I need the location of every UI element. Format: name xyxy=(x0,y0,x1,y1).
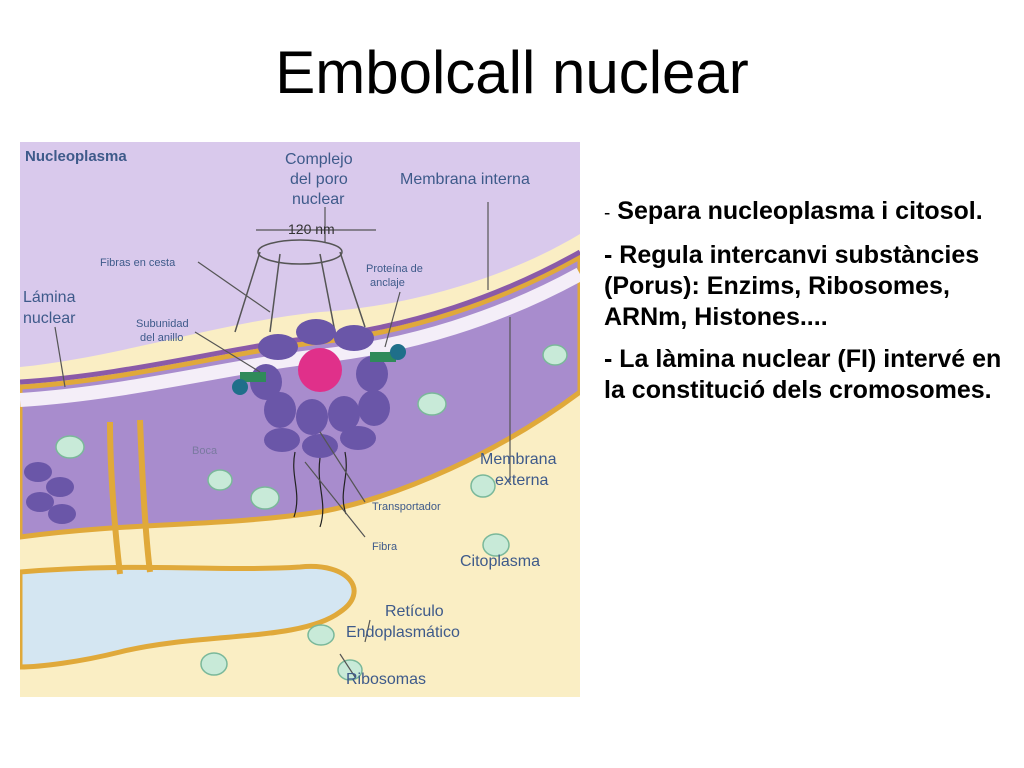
label-proteina-1: Proteína de xyxy=(366,263,423,275)
label-reticulo-2: Endoplasmático xyxy=(346,624,460,641)
leader-lines xyxy=(54,202,511,678)
nucleoplasm-area xyxy=(20,142,580,367)
label-reticulo-1: Retículo xyxy=(385,603,444,620)
er-lumen xyxy=(20,563,357,670)
label-membrana-externa-1: Membrana xyxy=(480,451,557,468)
diagram-labels: Nucleoplasma Complejo del poro nuclear 1… xyxy=(23,148,557,688)
label-proteina-2: anclaje xyxy=(370,277,405,289)
bullet-item: - Regula intercanvi substàncies (Porus):… xyxy=(604,241,980,331)
label-membrana-externa-2: externa xyxy=(495,472,548,489)
bullet-item: - Separa nucleoplasma i citosol. xyxy=(604,197,983,225)
label-complejo-3: nuclear xyxy=(292,191,345,208)
label-membrana-interna: Membrana interna xyxy=(400,171,530,188)
slide-title: Embolcall nuclear xyxy=(275,39,749,106)
nuclear-pore-complex xyxy=(232,239,406,528)
bullet-item: - La làmina nuclear (FI) intervé en la c… xyxy=(604,345,1002,404)
label-complejo-1: Complejo xyxy=(285,151,353,168)
label-citoplasma: Citoplasma xyxy=(460,553,540,570)
label-lamina-2: nuclear xyxy=(23,310,76,327)
label-fibra: Fibra xyxy=(372,541,398,553)
label-transportador: Transportador xyxy=(372,501,441,513)
label-nucleoplasma: Nucleoplasma xyxy=(25,148,127,165)
left-pore-complex xyxy=(24,462,76,524)
label-fibras: Fibras en cesta xyxy=(100,257,176,269)
er-connection-2 xyxy=(137,419,153,573)
bullet-list: - Separa nucleoplasma i citosol. - Regul… xyxy=(604,196,1009,417)
label-boca: Boca xyxy=(192,445,218,457)
label-subunidad-1: Subunidad xyxy=(136,318,189,330)
label-ribosomas: Ribosomas xyxy=(346,671,426,688)
label-size: 120 nm xyxy=(288,221,335,237)
er-connection xyxy=(107,421,123,575)
nuclear-envelope-diagram: Nucleoplasma Complejo del poro nuclear 1… xyxy=(20,142,580,697)
label-subunidad-2: del anillo xyxy=(140,332,183,344)
label-complejo-2: del poro xyxy=(290,171,348,188)
label-lamina-1: Lámina xyxy=(23,289,76,306)
ribosomes xyxy=(55,344,568,681)
diagram-canvas: Nucleoplasma Complejo del poro nuclear 1… xyxy=(20,142,580,697)
